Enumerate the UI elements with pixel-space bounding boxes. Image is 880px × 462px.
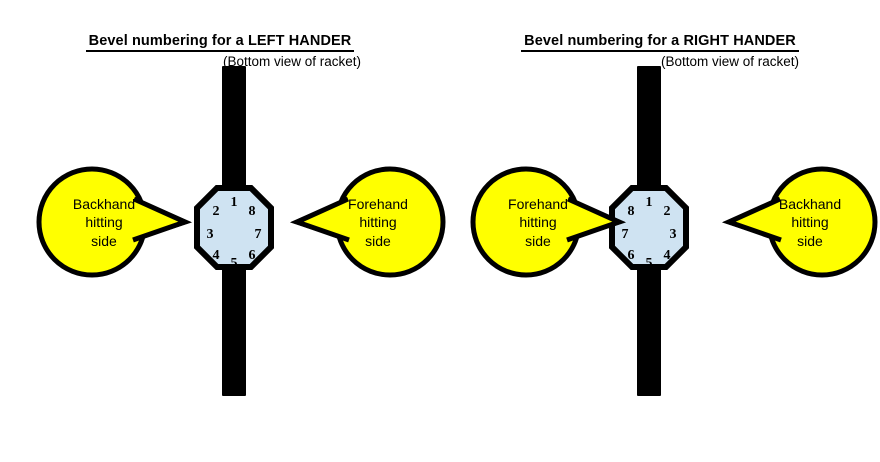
bevel-number-top: 1 xyxy=(230,195,238,210)
diagram-subtitle-right: (Bottom view of racket) xyxy=(660,54,800,69)
bevel-number-left: 7 xyxy=(621,227,629,242)
diagram-title-left: Bevel numbering for a LEFT HANDER xyxy=(0,33,440,53)
diagram-title-right-text: Bevel numbering for a RIGHT HANDER xyxy=(521,33,799,53)
callout-bubble-shape xyxy=(470,166,627,278)
bevel-number-bottom-left: 4 xyxy=(212,248,220,263)
diagram-title-left-text: Bevel numbering for a LEFT HANDER xyxy=(85,33,355,53)
callout-label: Forehand hitting side xyxy=(508,196,568,249)
bevel-number-bottom-right: 6 xyxy=(248,248,256,263)
bevel-number-top-left: 8 xyxy=(627,204,635,219)
bevel-number-bottom-left: 6 xyxy=(627,248,635,263)
callout-backhand-left: Backhand hitting side xyxy=(34,163,224,281)
bevel-number-top: 1 xyxy=(645,195,653,210)
callout-bubble-shape xyxy=(36,166,193,278)
callout-label: Forehand hitting side xyxy=(348,196,408,249)
bevel-number-top-left: 2 xyxy=(212,204,220,219)
callout-bubble-shape xyxy=(721,166,878,278)
grip-octagon-left: 1 2 8 3 7 4 5 6 xyxy=(194,185,274,271)
bevel-number-right: 7 xyxy=(254,227,262,242)
callout-forehand-right: Forehand hitting side xyxy=(468,163,658,281)
bevel-number-top-right: 2 xyxy=(663,204,671,219)
callout-label: Backhand hitting side xyxy=(778,196,842,249)
callout-forehand-left: Forehand hitting side xyxy=(258,163,448,281)
diagram-left-hander: Bevel numbering for a LEFT HANDER (Botto… xyxy=(0,33,446,396)
diagram-subtitle-left: (Bottom view of racket) xyxy=(222,54,362,69)
bevel-number-bottom-right: 4 xyxy=(663,248,671,263)
callout-bubble-shape xyxy=(289,166,446,278)
callout-label: Backhand hitting side xyxy=(72,196,136,249)
bevel-number-bottom: 5 xyxy=(645,256,653,271)
diagram-right-hander: Bevel numbering for a RIGHT HANDER (Bott… xyxy=(440,0,880,462)
bevel-number-right: 3 xyxy=(669,227,677,242)
bevel-number-bottom: 5 xyxy=(230,256,238,271)
bevel-number-top-right: 8 xyxy=(248,204,256,219)
grip-octagon-left-shape xyxy=(194,185,274,270)
diagram-title-right: Bevel numbering for a RIGHT HANDER xyxy=(440,33,880,53)
bevel-number-left: 3 xyxy=(206,227,214,242)
callout-backhand-right: Backhand hitting side xyxy=(690,163,880,281)
